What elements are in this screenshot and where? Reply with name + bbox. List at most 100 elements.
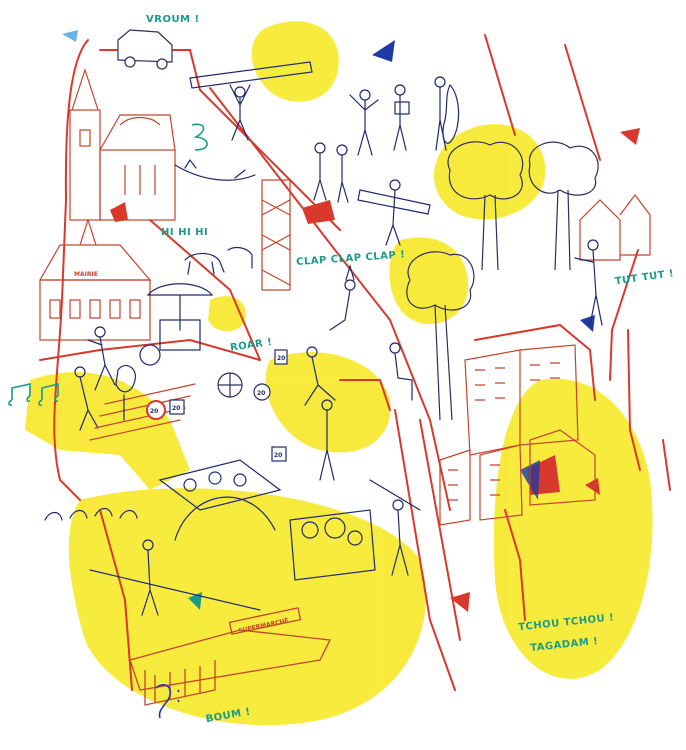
accordion <box>394 101 410 115</box>
street-vertical2 <box>419 419 461 641</box>
street-left <box>53 39 89 501</box>
house-2 <box>619 194 651 256</box>
head <box>389 179 401 191</box>
trees <box>406 141 599 421</box>
church-roof <box>99 114 176 151</box>
head <box>234 86 246 98</box>
super-stripes <box>154 666 201 702</box>
figure-walkers <box>313 142 349 203</box>
town-hall <box>38 218 152 341</box>
head-2 <box>394 84 406 96</box>
body <box>394 352 413 401</box>
head <box>389 342 401 354</box>
body-1 <box>349 94 379 156</box>
street-mid <box>339 379 391 411</box>
church-body <box>99 149 176 221</box>
cart-wheel <box>139 344 161 366</box>
cello-player <box>115 365 137 421</box>
figure-log-carrier-2 <box>357 179 431 246</box>
body <box>385 189 401 246</box>
note-right <box>38 382 59 406</box>
body <box>304 356 336 406</box>
splash-blue-bottom <box>188 592 202 610</box>
street-curb-right <box>474 323 596 401</box>
sign-text-3: 20 <box>257 390 265 397</box>
walker-head-2 <box>336 144 348 156</box>
umbrella <box>146 283 214 331</box>
head <box>94 326 106 338</box>
sign-20-1 <box>146 400 166 420</box>
head-1 <box>359 89 371 101</box>
scaffold-frame <box>261 179 291 291</box>
sign-text-1: 20 <box>150 408 158 415</box>
note-left <box>8 383 31 406</box>
play-arch <box>174 496 276 541</box>
hammock-cat <box>174 158 256 181</box>
splash-red-top <box>110 202 128 222</box>
bowl-1 <box>183 478 197 492</box>
figure-pole-walker <box>89 539 261 616</box>
body-2 <box>393 94 407 151</box>
sound-tuttut: TUT TUT ! <box>614 268 675 287</box>
splash-blue-top <box>372 40 395 62</box>
big-wheel <box>217 372 243 398</box>
body <box>574 249 603 326</box>
street-low-right <box>504 509 526 621</box>
street-vertical <box>394 409 456 691</box>
car <box>117 29 173 70</box>
head <box>344 279 356 291</box>
sign-text-2: 20 <box>172 405 180 412</box>
pot-3 <box>347 530 363 546</box>
dogs <box>184 246 253 275</box>
speed-signs <box>146 349 288 462</box>
figure-broom <box>369 479 421 576</box>
body <box>329 289 351 331</box>
sign-20-5 <box>271 446 287 462</box>
sign-20-4 <box>274 349 288 365</box>
street-right-mid <box>609 249 639 381</box>
tree-1-canopy <box>447 141 524 200</box>
houses-lower <box>439 429 596 526</box>
figure-suit <box>319 399 335 481</box>
car-wheel-front <box>124 56 136 68</box>
music-notes <box>8 123 208 719</box>
tree-3-canopy <box>406 251 475 311</box>
car-body <box>117 29 173 63</box>
figure-log-carrier <box>189 61 313 141</box>
body <box>87 336 116 391</box>
head-3 <box>434 76 446 88</box>
sign-text-5: 20 <box>274 452 282 459</box>
body-b <box>79 376 99 431</box>
pole <box>89 569 261 611</box>
figure-vendor <box>139 283 214 366</box>
head <box>587 239 599 251</box>
sign-20-2 <box>169 399 185 415</box>
splash-blue-right <box>580 315 595 332</box>
street-roar <box>149 219 261 361</box>
house-1 <box>579 199 621 261</box>
figure-musicians <box>349 76 460 156</box>
tree-2-canopy <box>528 141 599 196</box>
splash-blue-small <box>62 30 78 42</box>
hall-window-3 <box>89 299 101 319</box>
hall-bell-tower <box>79 218 97 246</box>
hall-window-4 <box>109 299 121 319</box>
sign-20-3 <box>253 383 271 401</box>
tree-1-trunk <box>481 194 499 271</box>
table-bowls <box>158 459 282 511</box>
figures <box>44 61 603 616</box>
figure-tree-hugger <box>574 239 603 326</box>
bowl-2 <box>208 471 222 485</box>
tower-spire <box>71 68 99 111</box>
splash-red-lower <box>585 478 600 495</box>
bike-row <box>44 507 138 521</box>
sound-vroum: VROUM ! <box>146 14 200 25</box>
sign-mairie: MAIRIE <box>74 271 98 278</box>
scaffolding <box>261 179 291 291</box>
car-wheel-back <box>156 58 168 70</box>
street-right-top2 <box>564 44 601 161</box>
watercolor-washes <box>25 21 653 726</box>
walker-head-1 <box>314 142 326 154</box>
figure-trumpeter <box>329 263 356 331</box>
